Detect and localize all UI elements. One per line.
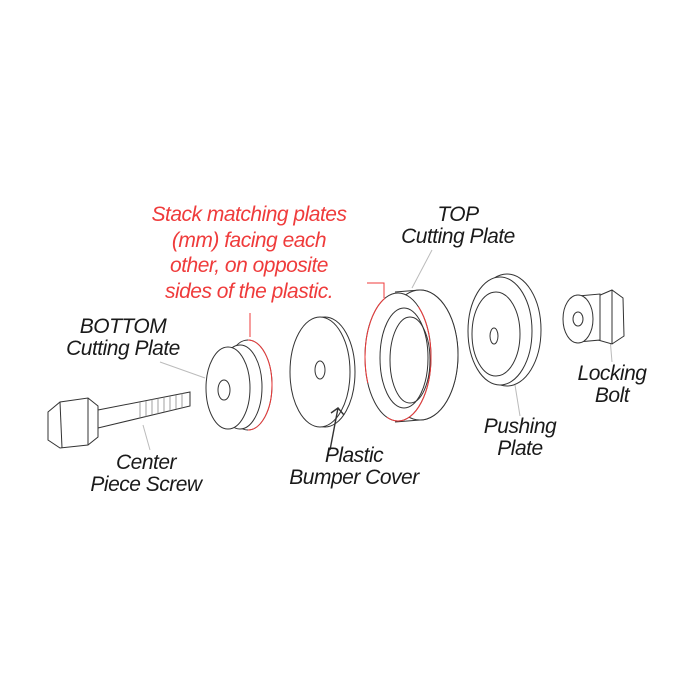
label-locking-bolt: Locking Bolt [578,363,647,407]
stacking-note: Stack matching plates (mm) facing each o… [152,202,347,304]
label-top-cutting-plate: TOP Cutting Plate [401,204,515,248]
label-line: Center [115,451,177,474]
note-leader-top [367,282,385,298]
label-line: Bolt [594,384,630,407]
pushing-plate [467,273,542,387]
label-line: Piece Screw [90,473,202,496]
label-line: Cutting Plate [401,225,515,248]
note-leaders [249,282,385,337]
label-bottom-cutting-plate: BOTTOM Cutting Plate [66,316,180,360]
label-line: Cutting Plate [66,337,180,360]
label-center-piece-screw: Center Piece Screw [90,451,202,496]
leader-top-plate [411,249,433,289]
label-line: Plastic [324,444,384,467]
label-pushing-plate: Pushing Plate [483,415,557,460]
leader-bottom-plate [159,361,206,379]
plastic-bumper-cover [289,316,356,451]
label-plastic-bumper-cover: Plastic Bumper Cover [289,444,419,489]
bottom-cutting-plate [205,339,273,431]
label-line: TOP [437,203,479,226]
label-line: Locking [577,362,647,385]
label-line: Pushing [483,415,557,438]
label-line: Plate [497,437,543,460]
note-line: sides of the plastic. [164,279,334,303]
arrow-icon [329,407,345,451]
note-line: (mm) facing each [171,228,327,252]
leader-lines [142,249,613,451]
leader-pushing-plate [514,384,521,417]
center-piece-screw [47,391,191,449]
label-line: Bumper Cover [289,466,419,489]
note-line: other, on opposite [170,254,328,277]
leader-center-screw [142,424,151,451]
note-line: Stack matching plates [151,203,347,226]
label-line: BOTTOM [79,315,167,338]
locking-bolt [562,289,625,345]
top-cutting-plate [364,289,459,423]
